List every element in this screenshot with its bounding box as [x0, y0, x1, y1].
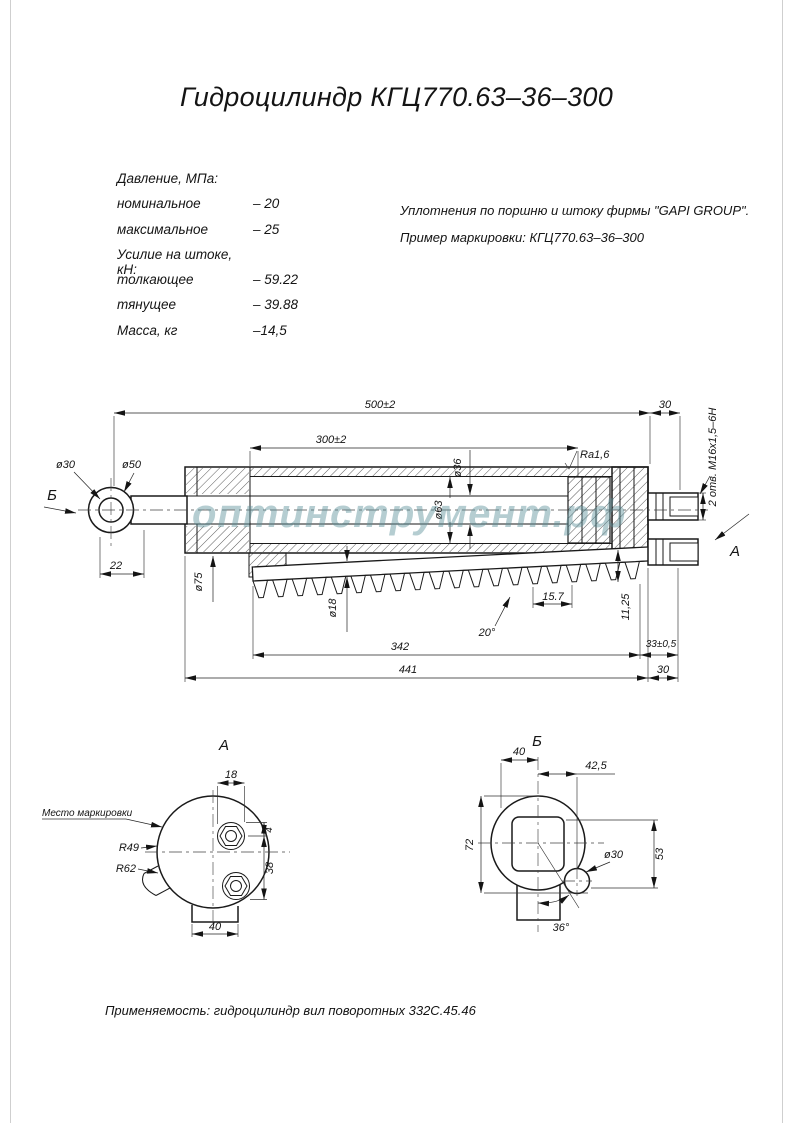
port-stubs — [647, 492, 699, 566]
section-b-dims — [478, 757, 657, 907]
spec-value: – 20 — [253, 196, 280, 212]
note-marking-example: Пример маркировки: КГЦ770.63–36–300 — [400, 230, 644, 245]
view-b-arrow-label: Б — [47, 487, 57, 504]
dim-20deg: 20° — [478, 627, 496, 639]
dim-dia30-eye: ø30 — [56, 459, 76, 471]
dim-33: 33±0,5 — [646, 639, 677, 650]
barrel-wall-top-hatch — [250, 468, 610, 477]
note-seals: Уплотнения по поршню и штоку фирмы "GAPI… — [400, 203, 750, 218]
spec-label: номинальное — [117, 196, 201, 212]
dim-30-bottom: 30 — [657, 664, 670, 676]
ports-thread-label: 2 отв. M16x1,5–6H — [707, 408, 719, 508]
dim-42-5: 42,5 — [585, 760, 607, 772]
dim-40-a: 40 — [209, 921, 222, 933]
dim-11-25: 11,25 — [620, 593, 632, 621]
spec-row: Усилие на штоке, кН: — [117, 246, 298, 277]
main-view: 500±2 30 300±2 22 342 33±0,5 441 30 15.7… — [43, 399, 750, 682]
extension-lines — [99, 416, 706, 682]
spec-value: –14,5 — [253, 322, 287, 338]
gland-hatch-top — [186, 468, 249, 494]
application-note: Применяемость: гидроцилиндр вил поворотн… — [105, 1003, 476, 1018]
spec-label: толкающее — [117, 272, 194, 288]
drawing-title: Гидроцилиндр КГЦ770.63–36–300 — [179, 82, 614, 112]
notes-block: Уплотнения по поршню и штоку фирмы "GAPI… — [400, 197, 760, 251]
barrel-wall-bottom-hatch — [250, 543, 610, 552]
dim-38: 38 — [264, 861, 276, 874]
spec-label: Усилие на штоке, кН: — [117, 246, 233, 277]
dim-dia50: ø50 — [122, 459, 142, 471]
spec-row: номинальное – 20 — [117, 196, 298, 221]
spec-value: – 39.88 — [253, 297, 299, 313]
section-a-tab — [191, 905, 239, 923]
dim-dia30-b: ø30 — [604, 849, 624, 861]
section-a-dims — [125, 780, 267, 937]
spec-label: тянущее — [117, 297, 176, 313]
dim-30-top: 30 — [659, 399, 672, 411]
spec-label: максимальное — [117, 221, 209, 237]
spec-row: максимальное – 25 — [117, 222, 298, 247]
spec-value: – 25 — [253, 221, 280, 237]
marking-place-label: Место маркировки — [42, 808, 133, 819]
technical-drawing: 500±2 30 300±2 22 342 33±0,5 441 30 15.7… — [42, 399, 750, 937]
scan-edge-left — [10, 0, 11, 1123]
dim-53: 53 — [654, 847, 666, 860]
dim-342: 342 — [391, 641, 409, 653]
dim-dia75: ø75 — [193, 572, 205, 592]
spec-label: Давление, МПа: — [117, 171, 218, 186]
section-a-hex-bottom — [222, 872, 250, 900]
dim-dia36: ø36 — [452, 458, 464, 478]
section-a-hex-top — [217, 822, 245, 850]
dim-500: 500±2 — [365, 399, 396, 411]
spec-row: Масса, кг –14,5 — [117, 323, 298, 348]
spec-row: толкающее – 59.22 — [117, 272, 298, 297]
dim-72: 72 — [464, 839, 476, 851]
spec-value: – 59.22 — [253, 272, 299, 288]
spec-row: тянущее – 39.88 — [117, 297, 298, 322]
dim-15-7: 15.7 — [542, 591, 564, 603]
dim-300: 300±2 — [316, 434, 347, 446]
dim-4: 4 — [264, 827, 275, 833]
dim-40-b: 40 — [513, 746, 526, 758]
spec-row: Давление, МПа: — [117, 171, 298, 196]
specs-block: Давление, МПа: номинальное – 20 максималь… — [117, 171, 298, 348]
section-b-title: Б — [532, 733, 542, 750]
gland-hatch-bottom — [186, 526, 249, 552]
dim-dia18: ø18 — [327, 598, 339, 618]
surface-roughness-label: Ra1,6 — [580, 449, 610, 461]
view-a-arrow-label: А — [729, 543, 740, 560]
dim-r49: R49 — [119, 842, 139, 854]
dim-22: 22 — [109, 560, 122, 572]
section-b-extensions — [484, 763, 658, 909]
dimension-lines — [43, 410, 750, 681]
dim-18: 18 — [225, 769, 238, 781]
dim-r62: R62 — [116, 863, 136, 875]
dim-441: 441 — [399, 664, 417, 676]
scan-edge-right — [782, 0, 783, 1123]
section-b-view: Б — [464, 733, 666, 934]
dim-dia63: ø63 — [433, 500, 445, 520]
dim-36deg: 36° — [553, 922, 570, 934]
section-a-view: А — [42, 737, 290, 937]
spec-label: Масса, кг — [117, 322, 178, 338]
section-a-title: А — [218, 737, 229, 754]
